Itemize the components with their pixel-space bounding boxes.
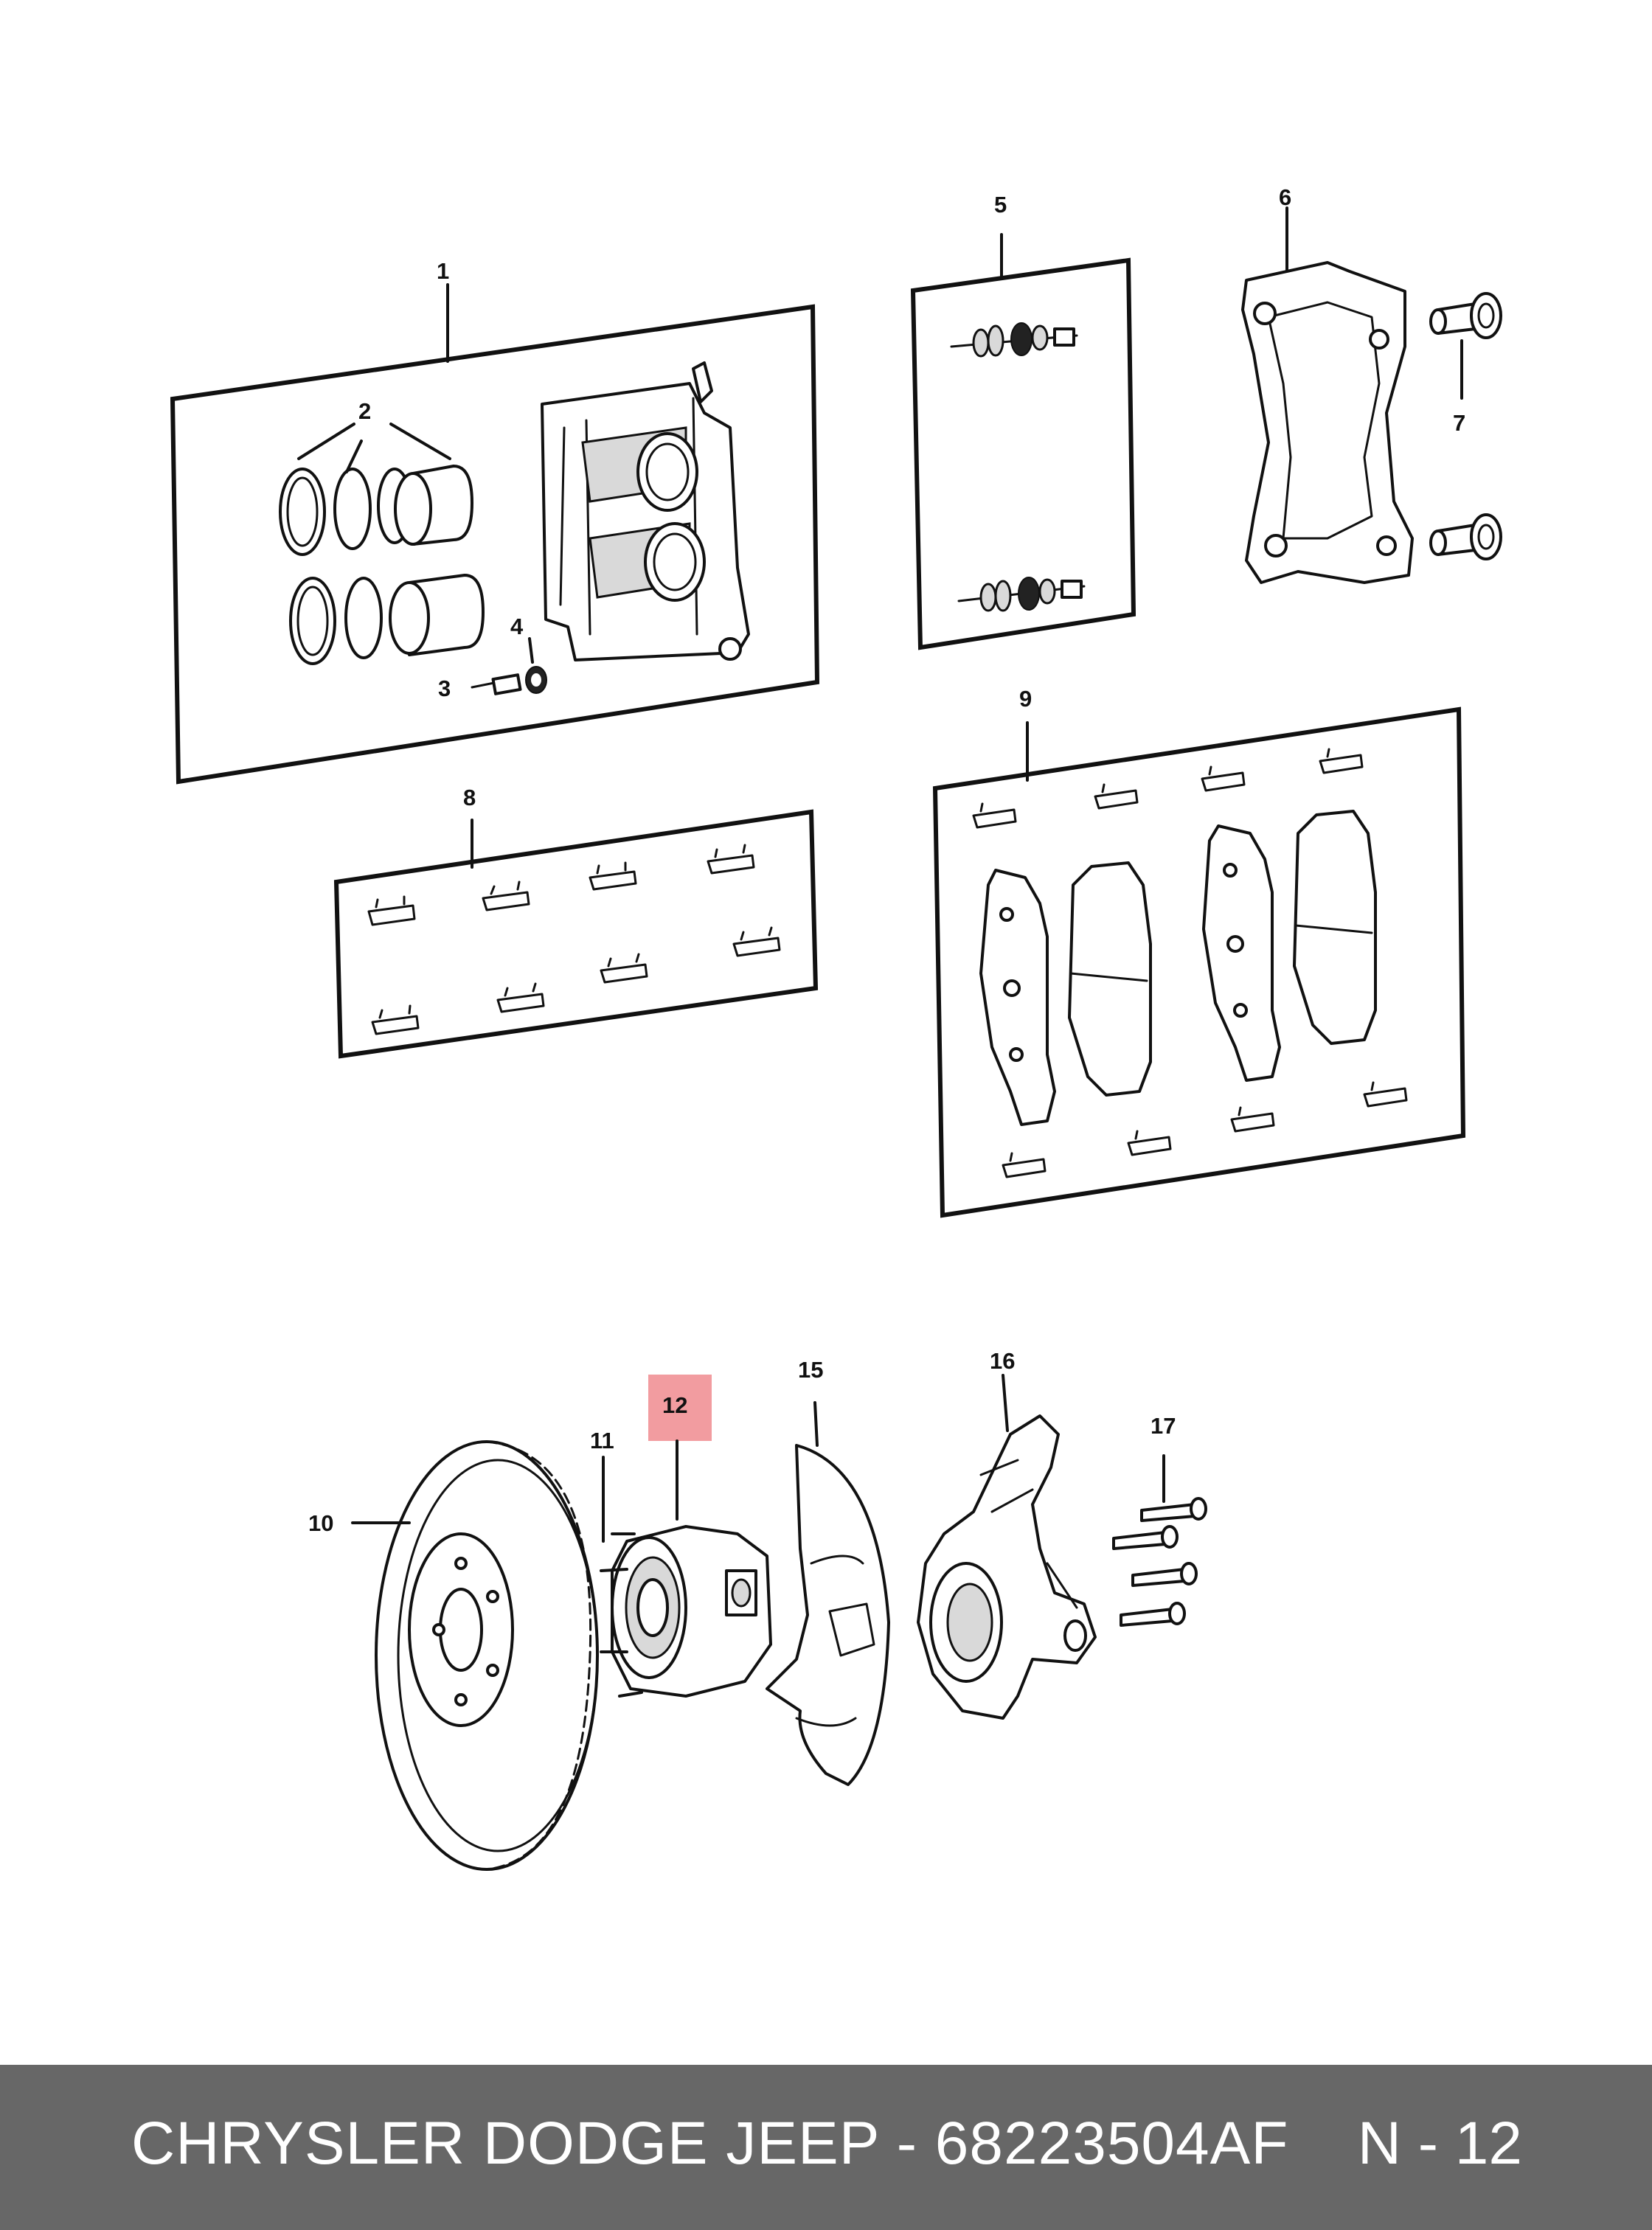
- wheel-hub-bearing: [600, 1525, 772, 1698]
- callout-1: 1: [437, 258, 449, 284]
- guide-pin-kit-group: 5: [910, 192, 1136, 650]
- callout-2: 2: [358, 398, 371, 424]
- bracket-bolt-top: [1429, 292, 1502, 339]
- steering-knuckle: [917, 1414, 1097, 1720]
- bracket-bolt-bottom: [1429, 513, 1502, 560]
- caliper-bracket-group: 6 7: [1241, 184, 1502, 584]
- dust-shield: [766, 1444, 890, 1786]
- clip-kit-group: 8: [333, 785, 819, 1059]
- callout-12: 12: [662, 1392, 687, 1418]
- callout-16: 16: [990, 1348, 1015, 1374]
- callout-7: 7: [1453, 410, 1465, 436]
- bleeder-cap: [525, 666, 547, 694]
- callout-17: 17: [1150, 1413, 1176, 1439]
- caliper-kit-group: 1 2 3: [170, 258, 820, 785]
- pad-clips-9: [972, 748, 1408, 1178]
- callout-4: 4: [510, 614, 524, 639]
- callout-5: 5: [994, 192, 1007, 218]
- callout-3: 3: [438, 675, 451, 701]
- brake-pad-kit-frame: [932, 706, 1466, 1218]
- callout-8: 8: [463, 785, 476, 810]
- callout-15: 15: [798, 1357, 823, 1383]
- seal-piston-set-top: [279, 465, 473, 556]
- bleeder-screw: [471, 673, 522, 695]
- callout-9: 9: [1019, 686, 1032, 712]
- caliper-kit-frame: [170, 304, 820, 785]
- knuckle-bolts: [1112, 1497, 1207, 1627]
- brake-pad-outer-1: [1068, 861, 1152, 1097]
- guide-pin-bottom: [957, 577, 1086, 612]
- callout-6: 6: [1279, 184, 1291, 210]
- highlight-callout-12: [648, 1375, 712, 1441]
- footer-bar: CHRYSLER DODGE JEEP - 68223504AF N - 12: [0, 2065, 1652, 2230]
- clip-set-8: [367, 844, 781, 1035]
- clip-kit-frame: [333, 809, 819, 1059]
- exploded-parts-diagram: 1 2 3: [170, 184, 1502, 1871]
- seal-piston-set-bottom: [289, 574, 485, 665]
- brake-rotor: [375, 1440, 599, 1871]
- guide-pin-kit-frame: [910, 257, 1136, 650]
- footer-page-ref: N - 12: [1357, 2110, 1522, 2177]
- brake-pad-inner-1: [979, 869, 1056, 1126]
- footer-brand-part-number: CHRYSLER DODGE JEEP - 68223504AF: [131, 2110, 1289, 2177]
- guide-pin-top: [950, 322, 1078, 358]
- callout-11: 11: [590, 1428, 614, 1453]
- callout-10: 10: [308, 1510, 333, 1536]
- caliper-housing: [541, 361, 750, 661]
- brake-pad-inner-2: [1202, 824, 1281, 1082]
- brake-pad-kit-group: 9: [932, 686, 1466, 1218]
- brake-pad-outer-2: [1293, 810, 1377, 1045]
